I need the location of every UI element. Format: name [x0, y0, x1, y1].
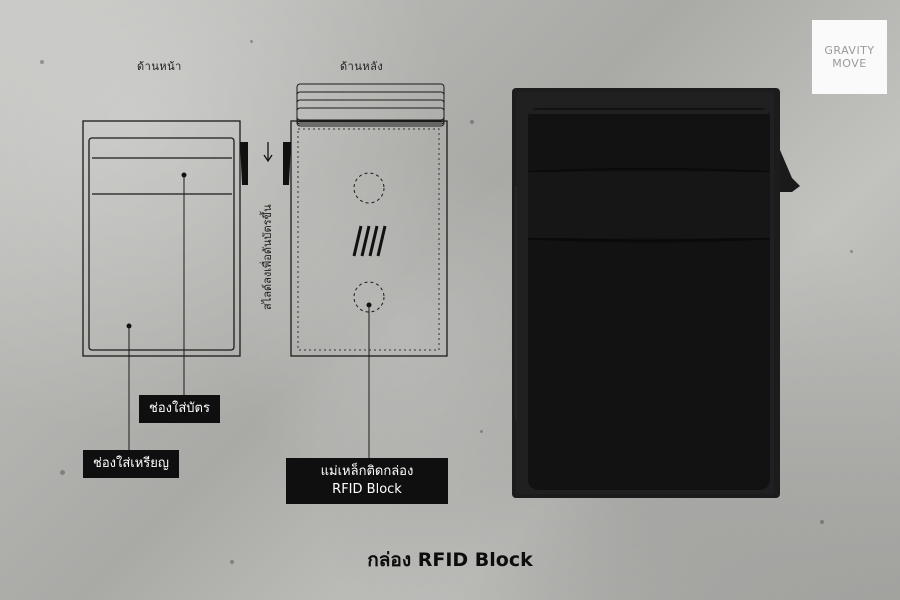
brand-line1: GRAVITY: [824, 44, 875, 57]
card-slot-pointer-dot: [181, 172, 187, 178]
texture-speck: [40, 60, 44, 64]
arrow-down-icon: [263, 142, 273, 163]
back-view-cards: [296, 83, 445, 127]
image-caption: กล่อง RFID Block: [367, 549, 533, 571]
card-slot-tag: ช่องใส่บัตร: [139, 395, 220, 423]
texture-speck: [480, 430, 483, 433]
texture-speck: [850, 250, 853, 253]
back-view-stitching: [297, 128, 440, 351]
texture-speck: [60, 470, 65, 475]
brand-line2: MOVE: [832, 57, 867, 70]
texture-speck: [250, 40, 253, 43]
brand-logo-icon: [352, 225, 387, 257]
texture-speck: [470, 120, 474, 124]
front-pointer-lines: [128, 175, 185, 454]
magnet-top-icon: [353, 172, 385, 204]
coin-slot-tag: ช่องใส่เหรียญ: [83, 450, 179, 478]
elastic-pocket: [528, 108, 770, 490]
front-view-outline: [82, 120, 241, 357]
back-slide-tab: [283, 142, 291, 185]
front-slide-tab: [240, 142, 248, 185]
magnet-tag-line2: RFID Block: [332, 482, 402, 497]
magnet-tag-line1: แม่เหล็กติดกล่อง: [320, 464, 414, 479]
front-side-label: ด้านหน้า: [137, 60, 182, 73]
slide-hint-label: สไลด์ลงเพื่อดันบัตรขึ้น: [261, 204, 274, 310]
magnet-tag: แม่เหล็กติดกล่อง RFID Block: [286, 458, 448, 504]
coin-slot-pointer-dot: [126, 323, 132, 329]
texture-speck: [230, 560, 234, 564]
texture-speck: [820, 520, 824, 524]
wallet-photo: [512, 88, 800, 498]
wallet-slide-tab: [780, 150, 800, 192]
back-side-label: ด้านหลัง: [340, 60, 384, 73]
brand-badge: GRAVITY MOVE: [812, 20, 887, 94]
magnet-bottom-icon: [353, 281, 385, 313]
